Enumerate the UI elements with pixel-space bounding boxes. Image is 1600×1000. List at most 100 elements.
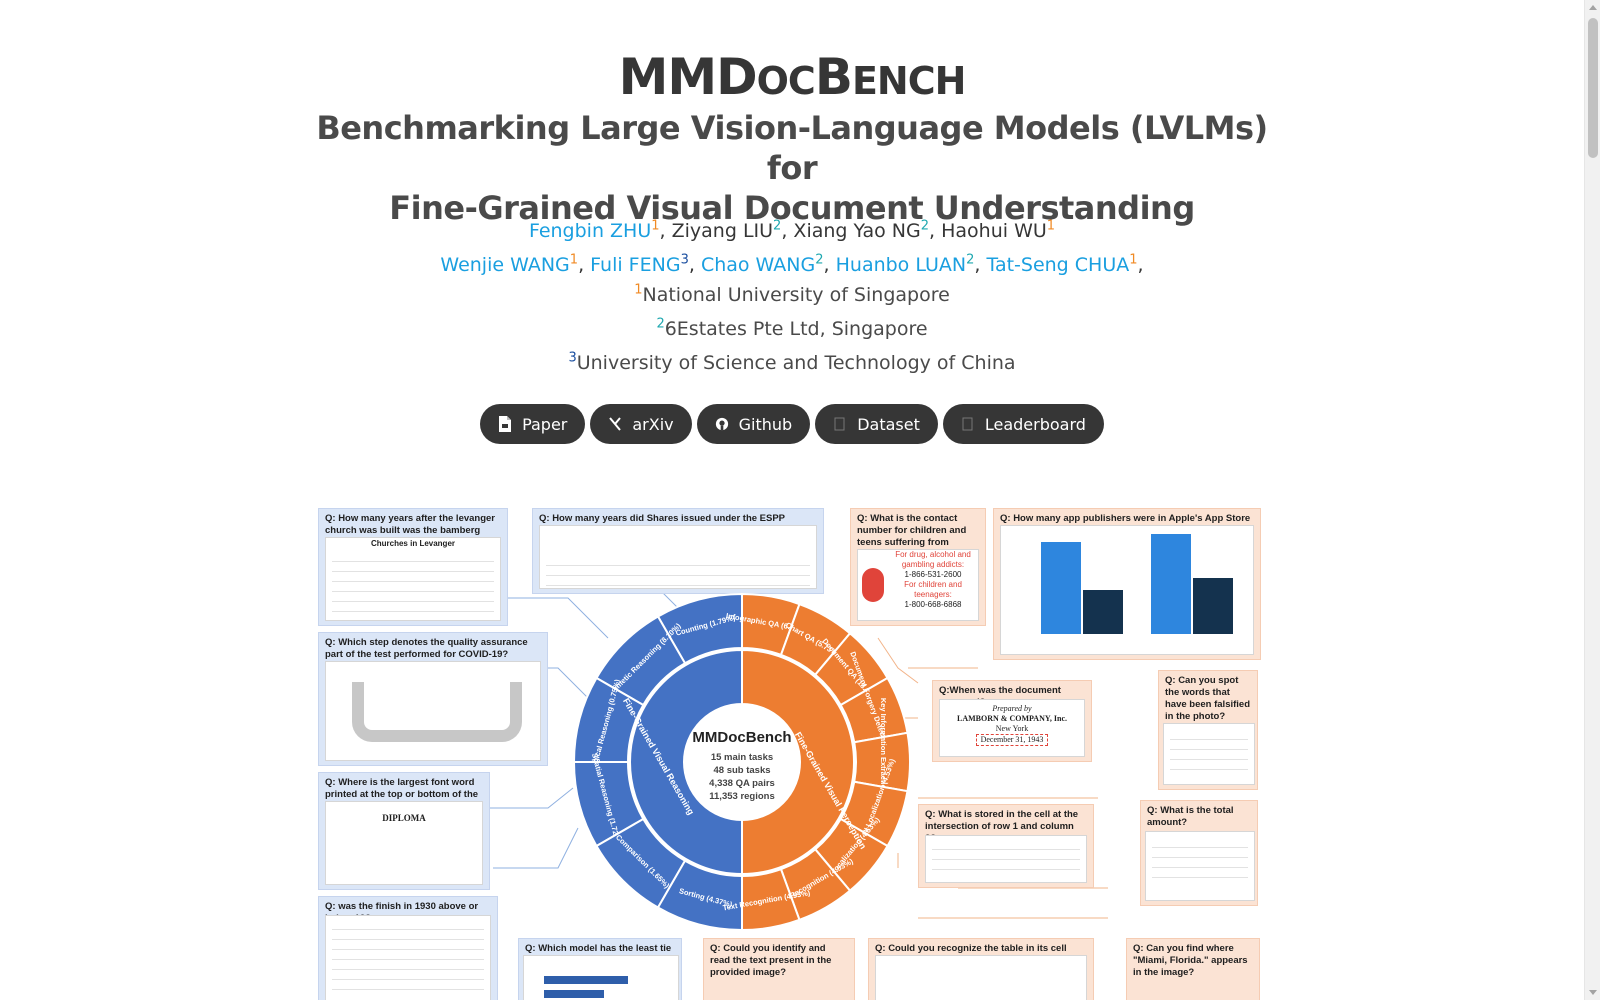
text-lines: [1152, 838, 1248, 894]
example-card-covid: Q: Which step denotes the quality assura…: [318, 632, 548, 766]
chart-bar: [1151, 534, 1191, 634]
example-card-diploma: Q: Where is the largest font word printe…: [318, 772, 490, 890]
title-part: OC: [756, 59, 816, 103]
example-card-table-recog: Q: Could you recognize the table in its …: [868, 938, 1094, 1000]
leaderboard-button[interactable]: Leaderboard: [942, 404, 1104, 444]
author-name: Haohui WU1: [941, 218, 1056, 242]
sunburst-outer-segment: [572, 676, 645, 763]
example-image: Prepared by LAMBORN & COMPANY, Inc. New …: [939, 699, 1085, 757]
example-image: [325, 661, 541, 761]
paper-button[interactable]: Paper: [480, 404, 586, 444]
sunburst-center-stat: 4,338 QA pairs: [709, 778, 775, 789]
scroll-down-arrow-icon[interactable]: [1589, 990, 1597, 995]
phone-icon: [862, 568, 884, 602]
example-card-read-text: Q: Could you identify and read the text …: [703, 938, 855, 1000]
example-card-appstore: Q: How many app publishers were in Apple…: [993, 508, 1261, 660]
database-icon: [834, 417, 845, 431]
example-question: Q: Can you spot the words that have been…: [1165, 675, 1251, 722]
mini-table: [332, 920, 484, 994]
author-link[interactable]: Wenjie WANG1: [440, 252, 579, 276]
page-title: MMDOCBENCH: [0, 48, 1584, 106]
page-scrollbar[interactable]: [1584, 0, 1600, 1000]
title-part: MMD: [618, 48, 758, 106]
author-list-row-1: Fengbin ZHU1, Ziyang LIU2, Xiang Yao NG2…: [528, 218, 1056, 242]
github-icon: [715, 417, 728, 431]
example-card-finish: Q: was the finish in 1930 above or below…: [318, 896, 498, 1000]
arxiv-button[interactable]: arXiv: [590, 404, 692, 444]
author-link[interactable]: Huanbo LUAN2: [835, 252, 975, 276]
subtitle-line: Fine-Grained Visual Document Understandi…: [389, 189, 1195, 227]
example-image: [1163, 723, 1255, 785]
example-card-cell: Q: What is stored in the cell at the int…: [918, 804, 1094, 888]
example-card-tierate: Q: Which model has the least tie rate?: [518, 938, 682, 1000]
doc-text: LAMBORN & COMPANY, Inc.: [957, 714, 1067, 723]
author-link[interactable]: Fuli FENG3: [590, 252, 689, 276]
example-question: Q: What is the total amount?: [1147, 805, 1234, 828]
teaser-figure: Q: How many years after the levanger chu…: [318, 508, 1262, 1000]
example-image: [1145, 831, 1255, 901]
author-name: Xiang Yao NG2: [793, 218, 930, 242]
hotline-text: For drug, alcohol and gambling addicts:: [895, 550, 971, 569]
title-part: ENCH: [851, 59, 966, 103]
subtitle-line: Benchmarking Large Vision-Language Model…: [316, 109, 1268, 187]
sunburst-center: [686, 706, 798, 818]
example-image: For drug, alcohol and gambling addicts: …: [857, 549, 979, 621]
dataset-button[interactable]: Dataset: [815, 404, 938, 444]
arxiv-button-label: arXiv: [632, 414, 674, 434]
hotline-phone: 1-800-668-6868: [904, 600, 962, 609]
sunburst-center-stat: 15 main tasks: [711, 752, 773, 763]
sunburst-outer-segment: [595, 817, 687, 909]
example-image: DIPLOMA: [325, 801, 483, 885]
example-image: [875, 955, 1087, 1000]
example-question: Q: Can you find where "Miami, Florida." …: [1133, 943, 1248, 978]
chart-bar: [1193, 578, 1233, 634]
hotline-text: For children and teenagers:: [904, 580, 962, 599]
author-link[interactable]: Tat-Seng CHUA1: [986, 252, 1138, 276]
example-card-receipt: Q: What is the total amount?: [1140, 800, 1258, 906]
example-image: [925, 835, 1087, 883]
scrollbar-thumb[interactable]: [1588, 18, 1598, 158]
paper-button-label: Paper: [522, 414, 568, 434]
author-name: Ziyang LIU2: [671, 218, 782, 242]
mini-table: [546, 556, 810, 586]
affiliation: 26Estates Pte Ltd, Singapore: [656, 316, 928, 340]
sunburst-outer-segment: [595, 615, 687, 707]
scroll-up-arrow-icon[interactable]: [1589, 5, 1597, 10]
example-card-hotline: Q: What is the contact number for childr…: [850, 508, 986, 626]
process-path: [352, 682, 522, 742]
leaderboard-button-label: Leaderboard: [984, 414, 1086, 434]
example-image: [523, 955, 679, 1000]
text-lines: [1170, 730, 1248, 778]
chart-bar: [544, 976, 628, 984]
sunburst-center-title: MMDocBench: [692, 729, 791, 746]
example-card-miami: Q: Can you find where "Miami, Florida." …: [1126, 938, 1260, 1000]
file-pdf-icon: [499, 416, 512, 432]
chart-bar: [1083, 590, 1123, 634]
sunburst-center-stat: 11,353 regions: [709, 791, 774, 802]
example-card-espp: Q: How many years did Shares issued unde…: [532, 508, 824, 594]
doc-text: December 31, 1943: [975, 734, 1049, 746]
github-button[interactable]: Github: [696, 404, 811, 444]
doc-text: Prepared by: [992, 704, 1032, 713]
sunburst-outer-segment: [572, 761, 645, 848]
dataset-button-label: Dataset: [857, 414, 920, 434]
author-link[interactable]: Fengbin ZHU1: [528, 218, 660, 242]
affiliation: 1National University of Singapore: [634, 282, 950, 306]
task-sunburst-chart: Counting (1.79%)Arithmetic Reasoning (8.…: [572, 592, 911, 932]
sunburst-center-stat: 48 sub tasks: [713, 765, 770, 776]
example-card-prepared: Q:When was the document prepared? Prepar…: [932, 680, 1092, 762]
sunburst-outer-label: Key Information Extraction (27.88%): [879, 698, 888, 827]
example-card-church: Q: How many years after the levanger chu…: [318, 508, 508, 626]
arxiv-icon: [609, 417, 622, 431]
doc-text: New York: [995, 724, 1029, 733]
mini-table: [932, 840, 1080, 876]
example-image: [539, 525, 817, 589]
example-question: Q: Which step denotes the quality assura…: [325, 637, 528, 660]
trophy-icon: [962, 417, 973, 431]
page-subtitle: Benchmarking Large Vision-Language Model…: [292, 108, 1292, 228]
chart-bar: [1041, 542, 1081, 634]
affiliation: 3University of Science and Technology of…: [568, 350, 1016, 374]
author-link[interactable]: Chao WANG2: [700, 252, 824, 276]
example-question: Q: Could you identify and read the text …: [710, 943, 832, 978]
chart-bar: [544, 990, 604, 998]
